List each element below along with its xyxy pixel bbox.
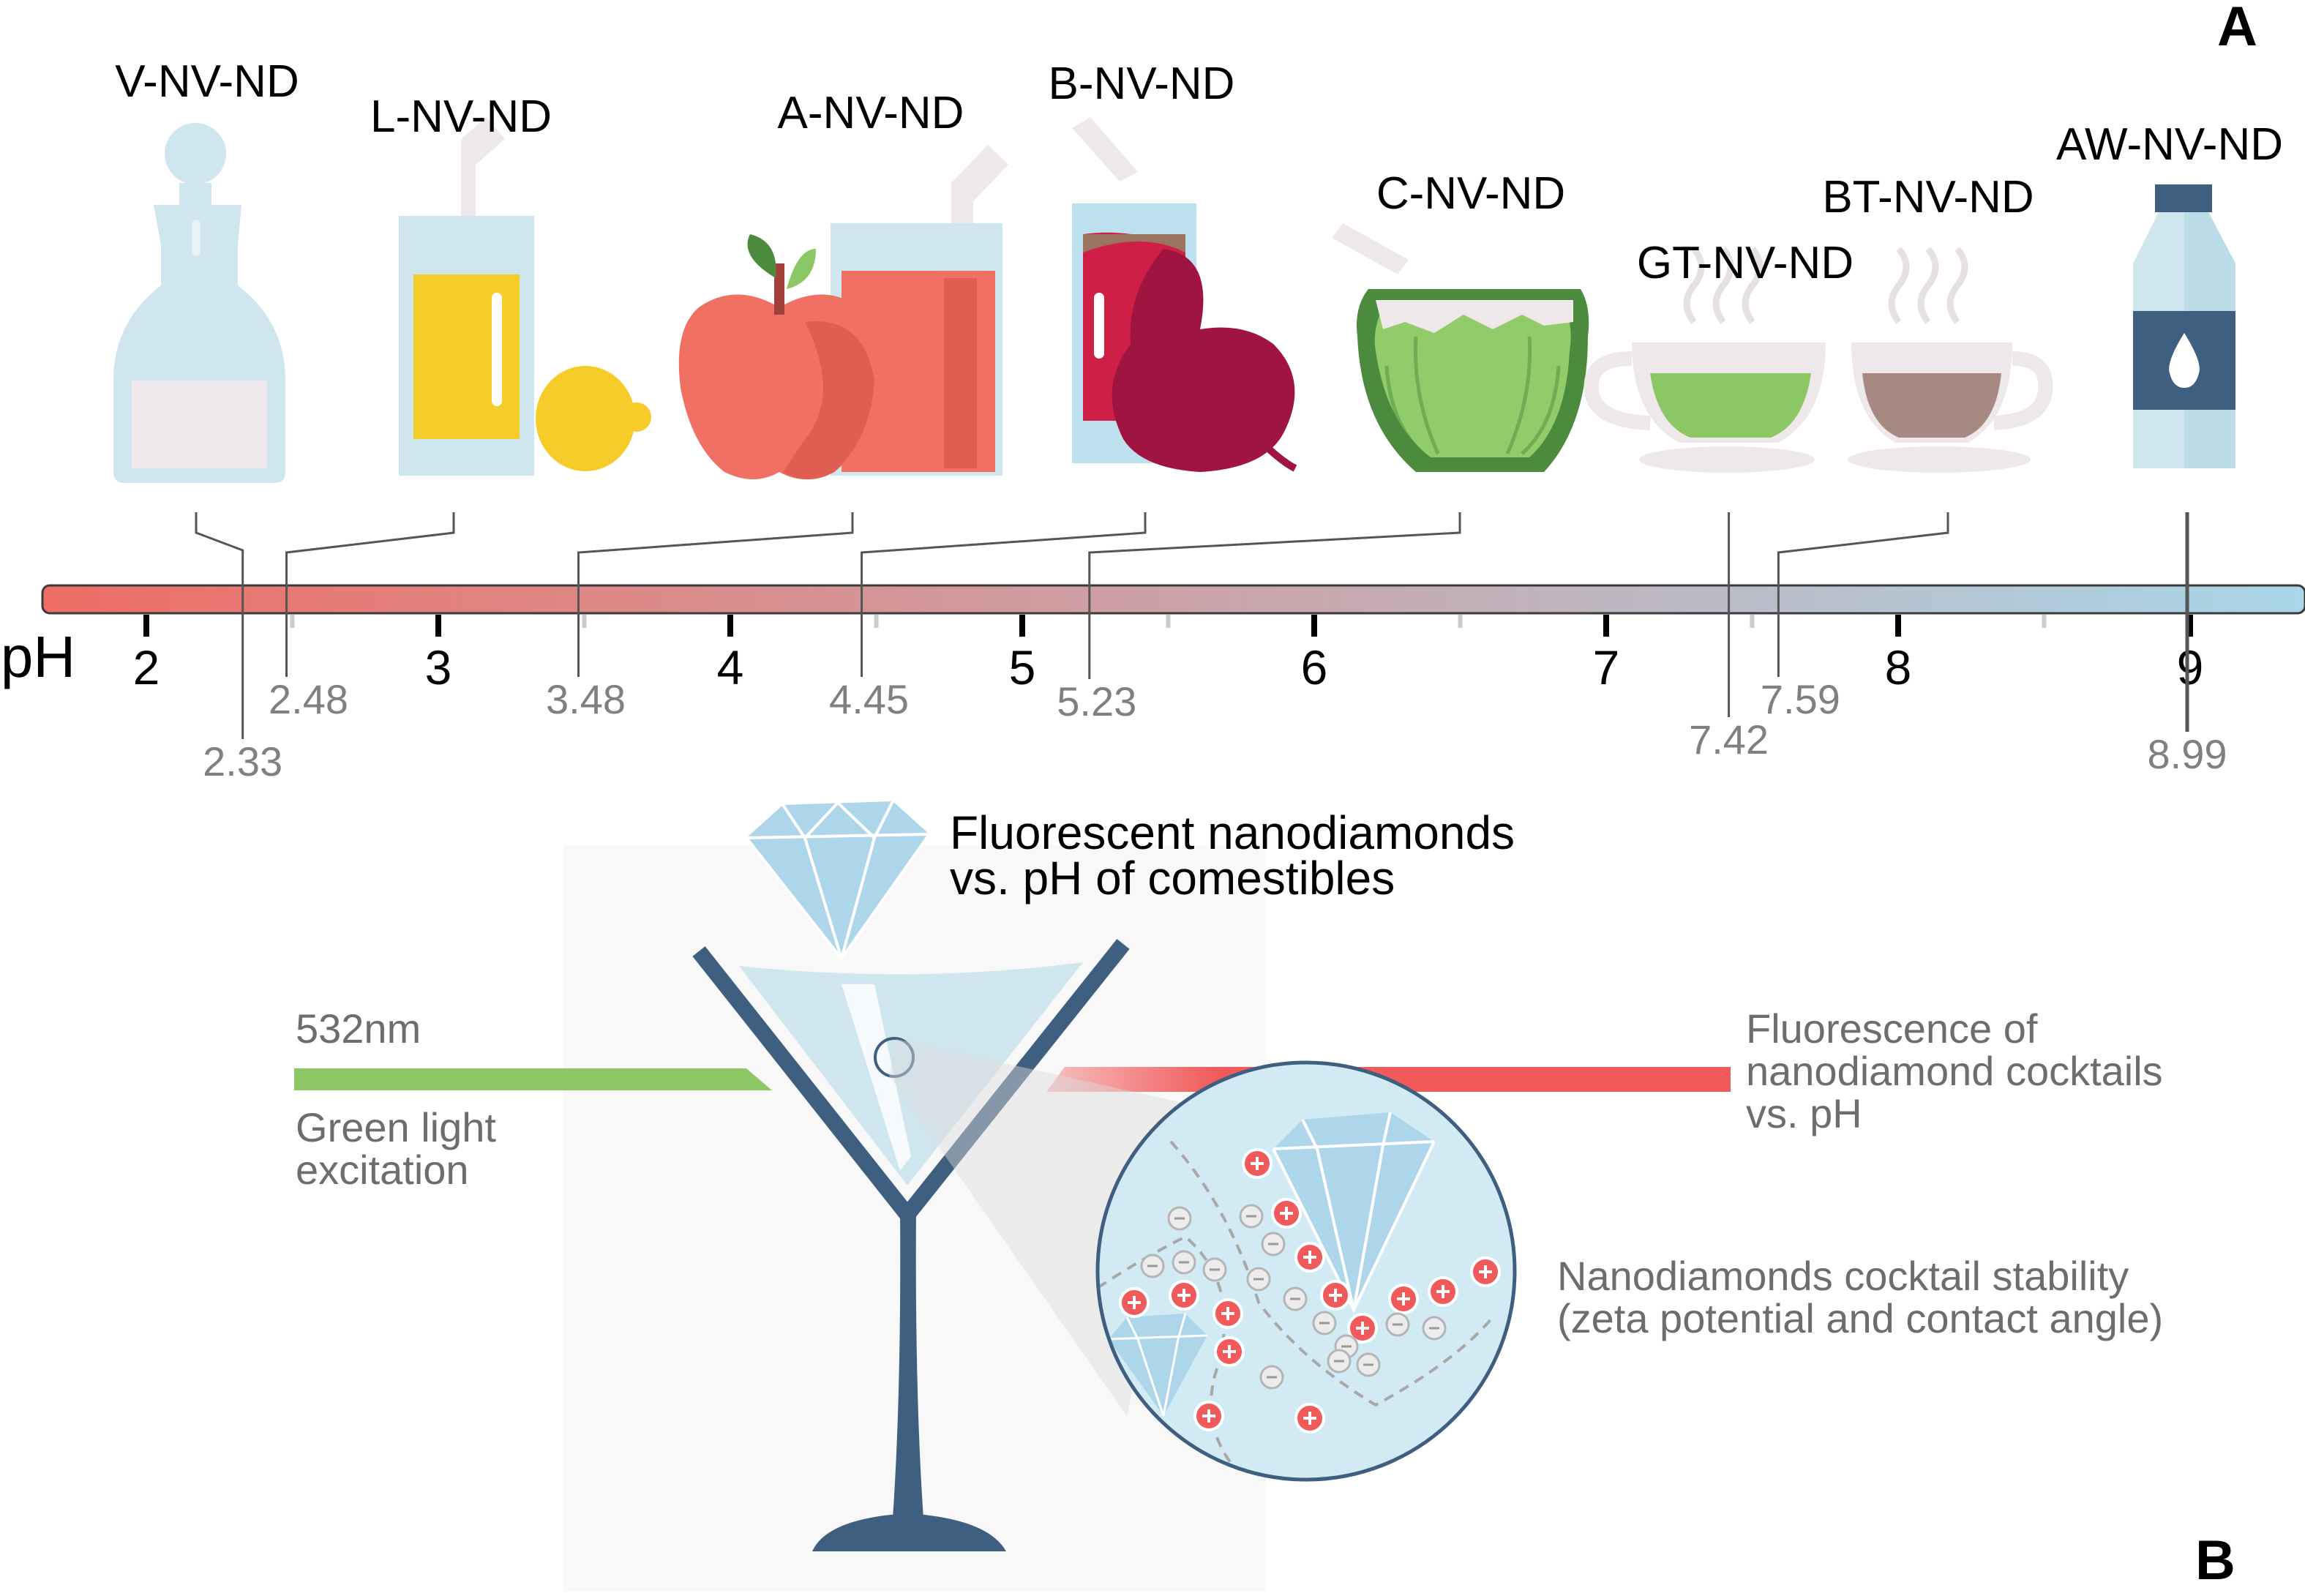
vinegar-bottle-icon (113, 123, 285, 483)
green-tea-icon (1583, 247, 1826, 473)
leader-line (285, 512, 455, 677)
ph-tick-label-2: 2 (133, 640, 160, 694)
sample-label: V-NV-ND (115, 56, 299, 107)
sample-label: GT-NV-ND (1637, 238, 1854, 288)
sample-labels: V-NV-ND L-NV-ND A-NV-ND B-NV-ND C-NV-ND GT-NV… (115, 56, 2283, 288)
panel-label-a: A (2217, 0, 2257, 58)
lemon-juice-icon (399, 117, 651, 476)
ph-tick-label-4: 4 (717, 640, 744, 694)
sample-ph-value: 2.48 (269, 676, 348, 722)
sample-leaders (195, 512, 2189, 739)
diamond-icon (745, 801, 931, 962)
fluorescence-label-1: Fluorescence of (1746, 1005, 2038, 1052)
sample-label: B-NV-ND (1049, 59, 1235, 109)
ph-tick-label-9: 9 (2177, 640, 2204, 694)
sample-ph-value: 3.48 (546, 676, 626, 722)
stability-label-1: Nanodiamonds cocktail stability (1557, 1253, 2129, 1299)
fluorescence-label-2: nanodiamond cocktails (1746, 1048, 2163, 1094)
ph-gradient-bar (41, 584, 2305, 615)
leader-line (1777, 512, 1949, 677)
laser-wavelength: 532nm (296, 1005, 421, 1052)
sample-ph-value: 2.33 (203, 738, 282, 784)
sample-label: L-NV-ND (370, 91, 552, 142)
sample-ph-value: 5.23 (1057, 678, 1136, 724)
zeta-zoom-circle (1095, 1060, 1517, 1482)
sample-label: A-NV-ND (778, 88, 964, 138)
ph-ticks: 2 3 4 5 6 7 8 9 (133, 615, 2204, 694)
sample-ph-value: 4.45 (829, 676, 909, 722)
leader-line (861, 512, 1147, 677)
sample-label: C-NV-ND (1376, 168, 1565, 219)
black-tea-icon (1848, 247, 2053, 473)
sample-ph-values: 2.33 2.48 3.48 4.45 5.23 7.427.59 8.99 (203, 676, 2227, 784)
sample-ph-value: 8.99 (2148, 731, 2227, 777)
excitation-label-2: excitation (296, 1147, 469, 1193)
coconut-icon (1332, 223, 1589, 472)
ph-tick-label-7: 7 (1593, 640, 1620, 694)
excitation-beam (294, 1068, 772, 1090)
ph-tick-label-5: 5 (1009, 640, 1036, 694)
apple-juice-icon (678, 145, 1008, 479)
leader-line (1088, 512, 1461, 679)
ph-tick-label-8: 8 (1885, 640, 1912, 694)
beet-juice-icon (1072, 117, 1297, 472)
ph-tick-label-6: 6 (1301, 640, 1328, 694)
sample-label: AW-NV-ND (2056, 119, 2283, 170)
sample-ph-value: 7.42 (1689, 716, 1769, 763)
stability-label-2: (zeta potential and contact angle) (1557, 1295, 2163, 1341)
water-bottle-icon (2133, 184, 2235, 468)
leader-line (195, 512, 244, 739)
cocktail-liquid (739, 962, 1083, 1185)
sample-ph-value: 7.59 (1761, 676, 1840, 722)
sample-label: BT-NV-ND (1822, 172, 2034, 222)
panel-label-b: B (2195, 1529, 2235, 1592)
leader-line (577, 512, 854, 677)
fluorescence-label-3: vs. pH (1746, 1090, 1862, 1136)
ph-axis-title: pH (1, 624, 75, 689)
ph-tick-label-3: 3 (425, 640, 452, 694)
excitation-label-1: Green light (296, 1104, 496, 1150)
zoom-origin-circle (874, 1037, 915, 1078)
panel-b-title-1: Fluorescent nanodiamonds (950, 806, 1515, 859)
panel-b-title-2: vs. pH of comestibles (950, 852, 1395, 904)
martini-glass-icon (692, 939, 1130, 1551)
